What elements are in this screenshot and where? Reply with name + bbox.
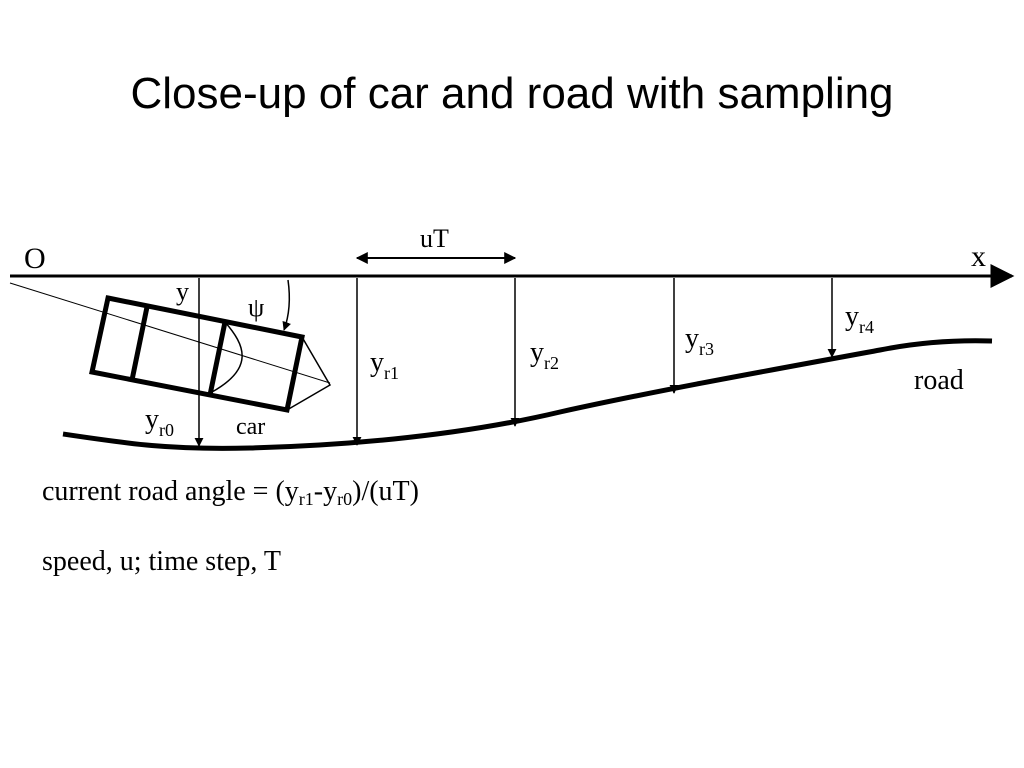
car-label: car [236, 414, 265, 440]
sample-label-r2: yr2 [530, 337, 559, 373]
car-shape [89, 295, 332, 413]
psi-label: ψ [248, 293, 264, 322]
sample-label-r1: yr1 [370, 347, 399, 383]
road-label: road [914, 365, 964, 396]
sample-label-r0: yr0 [145, 404, 174, 440]
origin-label: O [24, 242, 46, 275]
x-axis-label: x [971, 240, 986, 273]
speed-time-note: speed, u; time step, T [42, 546, 281, 577]
slide-title: Close-up of car and road with sampling [130, 69, 894, 118]
sample-label-r4: yr4 [845, 301, 874, 337]
psi-angle-arc [282, 279, 291, 331]
interval-label: uT [420, 224, 449, 253]
sample-label-r3: yr3 [685, 323, 714, 359]
road-angle-formula: current road angle = (yr1-yr0)/(uT) [42, 476, 419, 509]
y-label: y [176, 277, 189, 306]
car-heading-line [9, 282, 331, 384]
road-curve [62, 338, 993, 451]
